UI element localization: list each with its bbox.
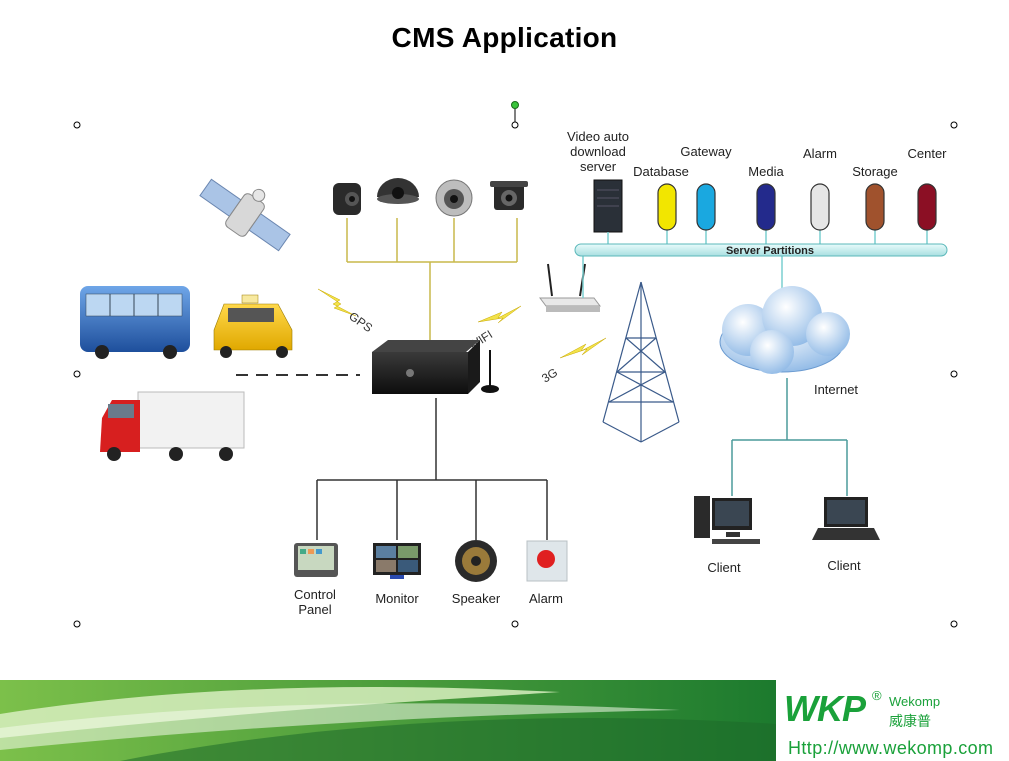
rotation-handle[interactable] — [511, 101, 519, 123]
camera-bus — [346, 218, 518, 340]
partition-database-label: Database — [633, 164, 689, 179]
alarm-label: Alarm — [529, 591, 563, 606]
brand-name-cn: 威康普 — [889, 713, 931, 729]
monitor-icon — [373, 543, 421, 579]
truck-icon — [100, 391, 245, 461]
control-panel-icon — [294, 543, 338, 577]
peripheral-bus — [316, 398, 548, 540]
camera-3-icon — [435, 179, 473, 217]
mobile-dvr-icon — [372, 340, 499, 394]
wifi-signal: WIFI — [466, 305, 522, 353]
satellite-icon — [199, 178, 291, 252]
gps-label: GPS — [346, 309, 375, 335]
control-panel-label-line2: Panel — [298, 602, 331, 617]
video-server-label-line1: Video auto — [567, 129, 629, 144]
partition-center-cylinder — [917, 183, 937, 231]
footer-banner — [0, 680, 776, 761]
registered-mark: ® — [872, 688, 882, 703]
partition-gateway-cylinder — [696, 183, 716, 231]
partition-gateway-label: Gateway — [680, 144, 732, 159]
video-server-icon — [593, 179, 623, 233]
server-partitions-bus: Server Partitions — [574, 243, 948, 257]
partition-media-cylinder — [756, 183, 776, 231]
desktop-client-icon — [694, 496, 760, 544]
monitor-label: Monitor — [375, 591, 419, 606]
client-label-2: Client — [827, 558, 861, 573]
three-g-signal: 3G — [539, 337, 607, 386]
internet-label: Internet — [814, 382, 858, 397]
control-panel-label-line1: Control — [294, 587, 336, 602]
video-server-label-line3: server — [580, 159, 617, 174]
brand-name: Wekomp — [889, 694, 941, 709]
router-icon — [539, 263, 601, 312]
partition-database-cylinder — [657, 183, 677, 231]
speaker-label: Speaker — [452, 591, 501, 606]
bus-icon — [80, 286, 190, 359]
selection-handles — [73, 121, 958, 628]
partition-storage-label: Storage — [852, 164, 898, 179]
gps-signal: GPS — [317, 288, 375, 335]
video-server-label-line2: download — [570, 144, 626, 159]
camera-4-icon — [490, 181, 528, 210]
speaker-icon — [455, 540, 497, 582]
camera-1-icon — [333, 183, 361, 215]
logo-mark: WKP — [784, 688, 866, 729]
logo-area — [776, 680, 1009, 761]
partition-alarm-cylinder — [810, 183, 830, 231]
taxi-icon — [213, 294, 293, 358]
client-links — [731, 378, 848, 496]
cms-diagram: GPS WIFI 3G — [73, 101, 958, 628]
three-g-label: 3G — [539, 365, 560, 385]
partition-center-label: Center — [907, 146, 947, 161]
camera-2-icon — [377, 178, 419, 204]
partition-connectors — [582, 230, 928, 300]
partition-storage-cylinder — [865, 183, 885, 231]
partition-media-label: Media — [748, 164, 784, 179]
website-url[interactable]: Http://www.wekomp.com — [788, 738, 994, 758]
page-title: CMS Application — [391, 22, 618, 53]
cell-tower-icon — [602, 281, 680, 443]
server-partitions-label: Server Partitions — [726, 245, 814, 257]
laptop-client-icon — [812, 497, 880, 540]
partition-alarm-label: Alarm — [803, 146, 837, 161]
wifi-label: WIFI — [466, 327, 495, 352]
internet-cloud-icon — [719, 286, 850, 374]
client-label-1: Client — [707, 560, 741, 575]
alarm-button-icon — [526, 540, 568, 582]
